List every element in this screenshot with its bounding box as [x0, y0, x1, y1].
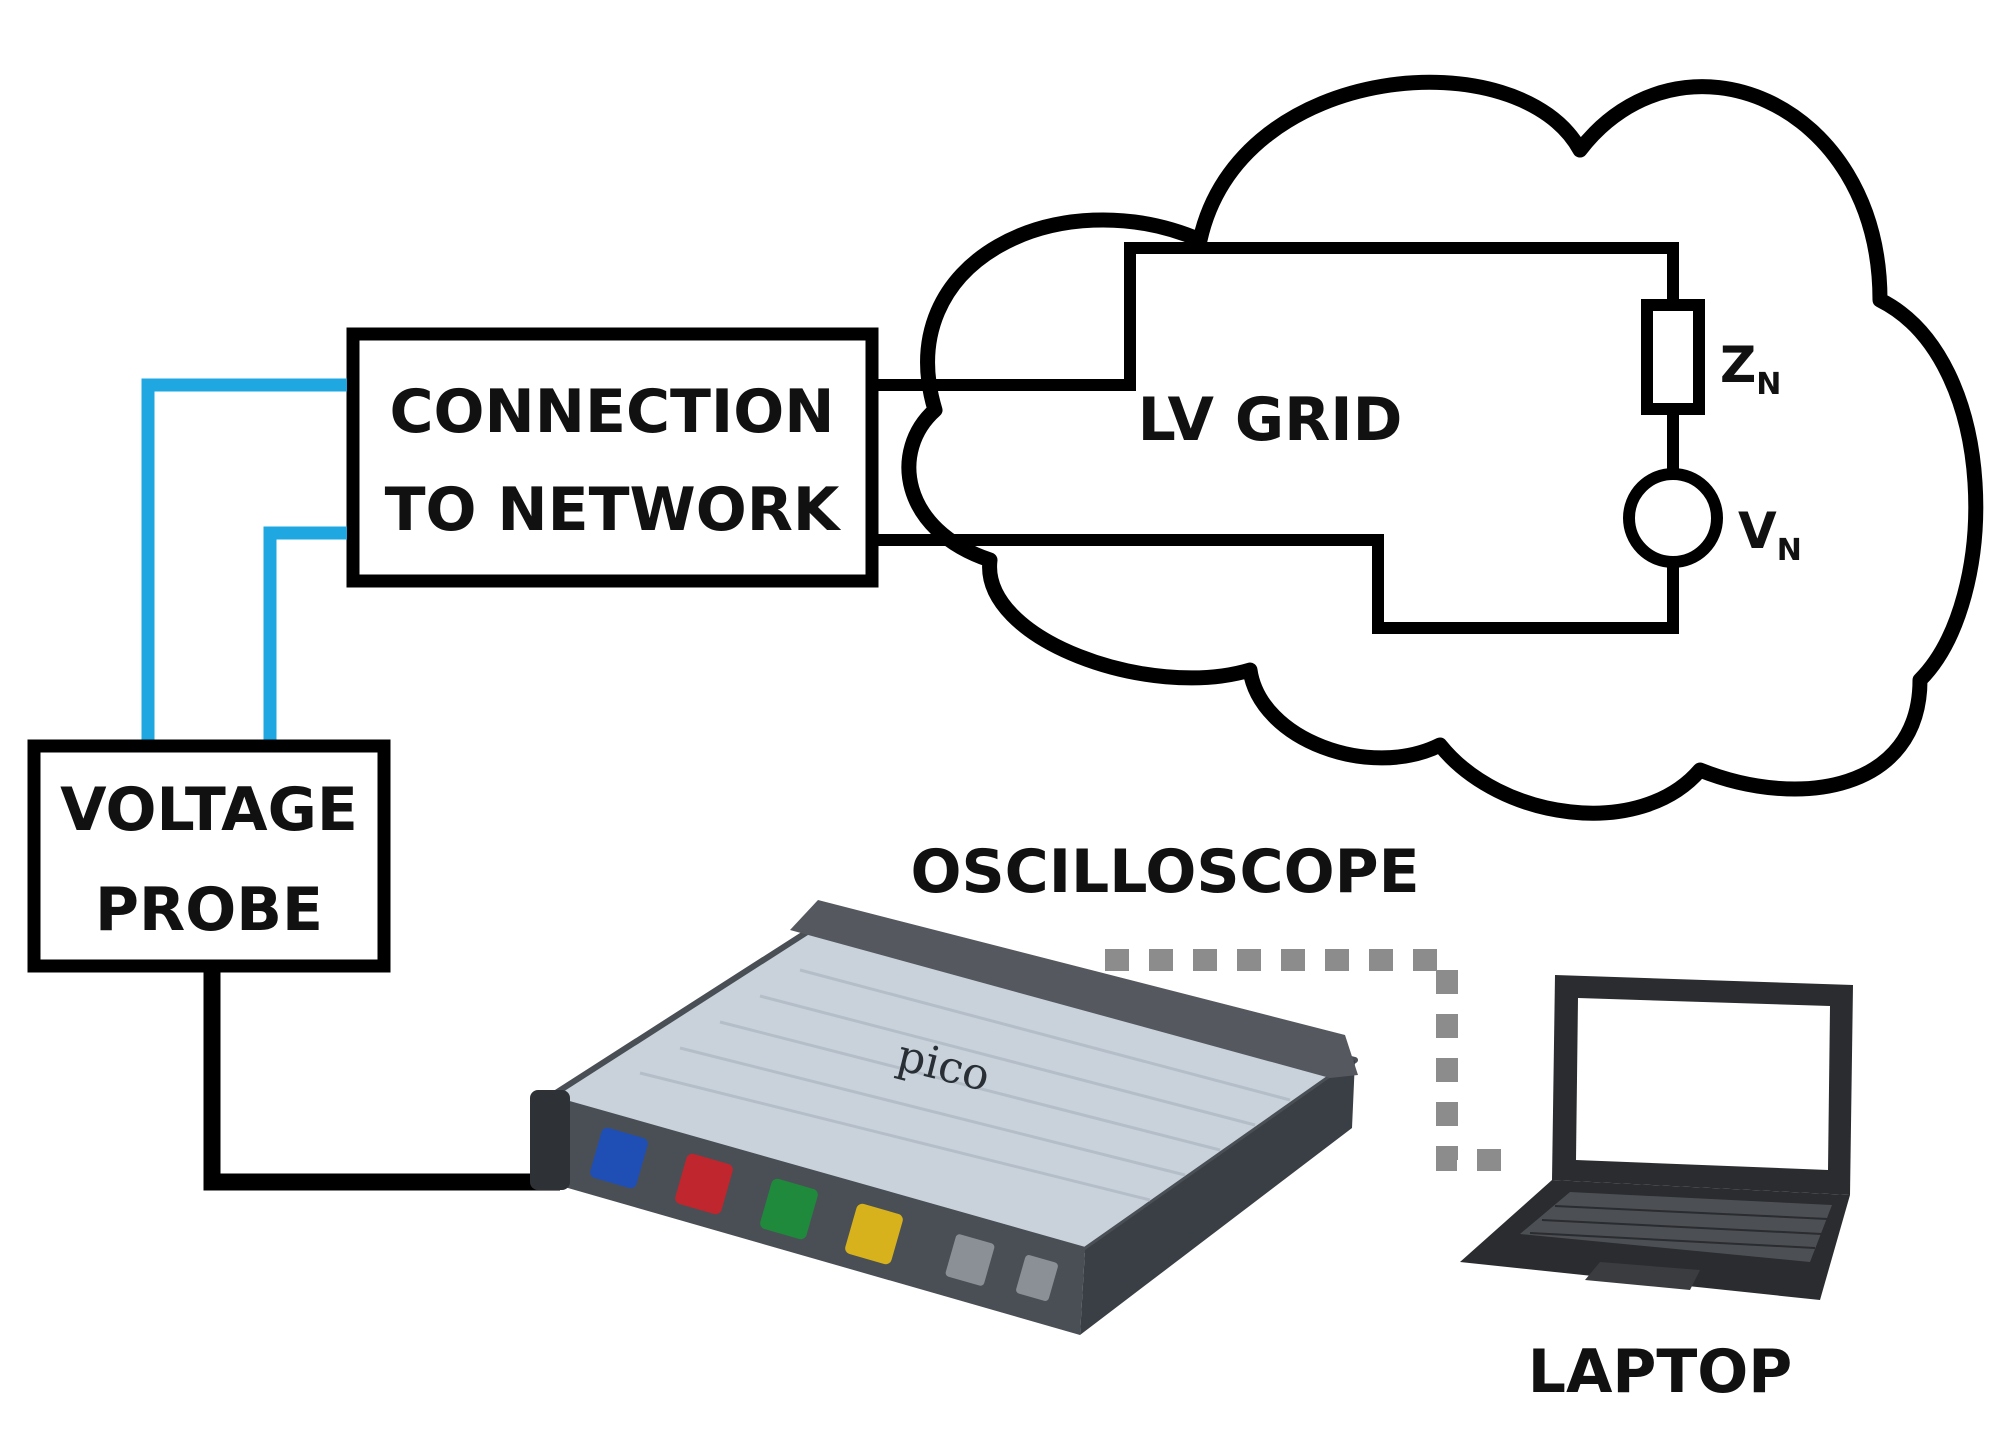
- probe-to-scope-cable: [203, 970, 560, 1191]
- connection-box: [346, 327, 879, 588]
- voltage-probe-label-line1: VOLTAGE: [60, 775, 358, 845]
- connection-label-line1: CONNECTION: [390, 377, 835, 447]
- oscilloscope-back-bumper: [790, 900, 1358, 1078]
- impedance-zn-symbol: [1641, 299, 1705, 415]
- grid-lower-wire: [875, 534, 1679, 634]
- connection-label-line2: TO NETWORK: [385, 475, 842, 545]
- laptop-screen: [1576, 998, 1830, 1170]
- channel-b-connector: [675, 1153, 733, 1215]
- oscilloscope-channels: [590, 1127, 1058, 1301]
- channel-c-connector: [760, 1178, 818, 1240]
- connection-block: CONNECTION TO NETWORK: [346, 327, 990, 588]
- voltage-probe-label-line2: PROBE: [95, 875, 323, 945]
- grid-upper-wire: [875, 242, 1679, 391]
- lv-grid-circuit: LV GRID ZN VN: [875, 242, 1802, 634]
- voltage-probe-box: [27, 739, 391, 973]
- oscilloscope-label: OSCILLOSCOPE: [910, 837, 1419, 907]
- aux-connector-1: [945, 1234, 995, 1286]
- oscilloscope-top-ribs: [639, 968, 1291, 1202]
- lv-grid-cloud: [901, 74, 1984, 821]
- source-subscript: N: [1777, 533, 1802, 568]
- channel-d-connector: [845, 1203, 903, 1265]
- lv-grid-label: LV GRID: [1138, 385, 1403, 455]
- source-symbol: V: [1738, 502, 1777, 560]
- oscilloscope: OSCILLOSCOPE pico: [530, 837, 1420, 1335]
- cloud-outline: [901, 74, 1984, 821]
- source-label: VN: [1738, 502, 1802, 568]
- laptop-label: LAPTOP: [1528, 1337, 1793, 1407]
- oscilloscope-front-bumper: [530, 1090, 570, 1190]
- impedance-symbol: Z: [1720, 336, 1756, 394]
- impedance-subscript: N: [1756, 367, 1781, 402]
- channel-a-connector: [590, 1127, 648, 1189]
- laptop: LAPTOP: [1460, 975, 1853, 1407]
- probe-wires: [141, 378, 347, 740]
- probe-wire-inner: [263, 526, 347, 740]
- laptop-touchpad: [1585, 1262, 1700, 1290]
- impedance-label: ZN: [1720, 336, 1781, 402]
- probe-wire-outer: [141, 378, 347, 740]
- laptop-keys: [1529, 1205, 1829, 1249]
- voltage-source-vn-symbol: [1623, 468, 1723, 568]
- scope-laptop-data-link: [1105, 949, 1510, 1171]
- oscilloscope-side-face: [1080, 1060, 1355, 1335]
- voltage-probe-block: VOLTAGE PROBE: [27, 739, 560, 1191]
- aux-connector-2: [1016, 1255, 1058, 1301]
